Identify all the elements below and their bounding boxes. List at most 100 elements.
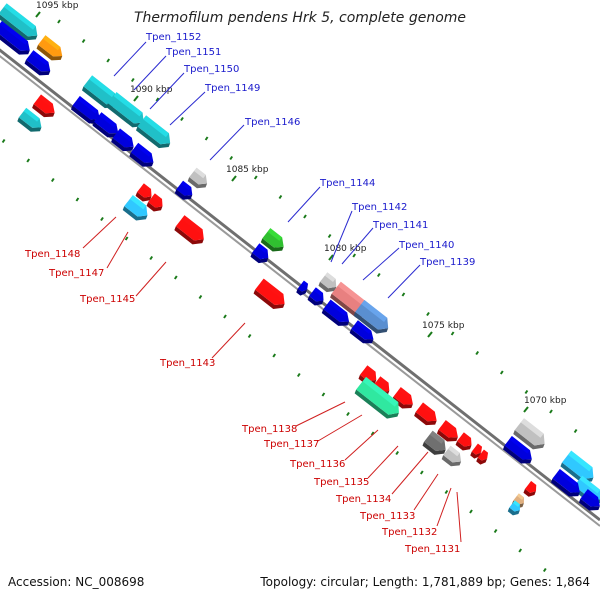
forward-gene-labels: Tpen_1152 Tpen_1151 Tpen_1150 Tpen_1149 …	[113, 32, 475, 299]
gene-red-1135[interactable]	[413, 402, 441, 429]
scale-tick	[376, 272, 381, 278]
gene-red-1[interactable]	[31, 94, 59, 121]
scale-tick	[327, 233, 332, 239]
scale-tick	[518, 548, 523, 553]
scale-tick	[469, 509, 473, 514]
gene-label-tpen-1152[interactable]: Tpen_1152	[145, 32, 201, 43]
gene-green-1144[interactable]	[260, 228, 289, 256]
gene-green-1136[interactable]	[354, 376, 405, 423]
gene-blue-1142[interactable]	[307, 287, 328, 308]
gene-label-tpen-1144[interactable]: Tpen_1144	[319, 178, 375, 189]
gene-gray-1146[interactable]	[187, 167, 212, 192]
gene-label-tpen-1142[interactable]: Tpen_1142	[351, 202, 407, 213]
gene-label-tpen-1138[interactable]: Tpen_1138	[241, 424, 297, 435]
gene-red-1133[interactable]	[455, 432, 476, 453]
scale-tick	[57, 19, 61, 24]
gene-label-tpen-1131[interactable]: Tpen_1131	[404, 544, 460, 555]
gene-label-tpen-1134[interactable]: Tpen_1134	[335, 494, 391, 505]
scale-tick	[229, 155, 234, 161]
gene-blue-right-1[interactable]	[550, 469, 584, 501]
gene-blue-1144[interactable]	[250, 243, 273, 266]
accession-text: Accession: NC_008698	[8, 575, 144, 589]
gene-blue-1139[interactable]	[353, 300, 394, 338]
reverse-gene-labels: Tpen_1148 Tpen_1147 Tpen_1145 Tpen_1143 …	[24, 216, 462, 555]
gene-red-1134[interactable]	[436, 420, 463, 446]
gene-blue-small[interactable]	[295, 280, 311, 298]
scale-tick	[475, 350, 480, 356]
gene-blue-2[interactable]	[24, 50, 55, 79]
scale-tick	[106, 58, 111, 63]
gene-label-tpen-1151[interactable]: Tpen_1151	[165, 47, 221, 58]
scale-tick	[395, 450, 400, 456]
gene-label-tpen-1145[interactable]: Tpen_1145	[79, 294, 135, 305]
gene-label-tpen-1133[interactable]: Tpen_1133	[359, 511, 415, 522]
scale-tick	[346, 411, 350, 417]
scale-label-1075: 1075 kbp	[422, 321, 465, 331]
gene-blue-1149[interactable]	[128, 142, 158, 171]
gene-gray-1134[interactable]	[422, 430, 451, 459]
gene-red-1070[interactable]	[523, 480, 540, 499]
gene-label-tpen-1132[interactable]: Tpen_1132	[381, 527, 437, 538]
scale-tick	[370, 431, 375, 436]
gene-cyan-1[interactable]	[0, 3, 42, 44]
scale-tick	[223, 314, 227, 319]
gene-red-1137[interactable]	[391, 387, 418, 413]
gene-label-tpen-1140[interactable]: Tpen_1140	[398, 240, 454, 251]
gene-cyan-right-1[interactable]	[560, 450, 599, 488]
scale-tick	[524, 389, 529, 395]
gene-label-tpen-1143[interactable]: Tpen_1143	[159, 358, 215, 369]
gene-red-1148[interactable]	[135, 183, 156, 204]
scale-tick	[198, 294, 203, 300]
scale-tick	[50, 177, 55, 183]
gene-red-1131[interactable]	[475, 449, 491, 467]
gene-blue-1070[interactable]	[502, 436, 536, 468]
gene-blue-right-2[interactable]	[578, 489, 600, 515]
gene-cyan-1147[interactable]	[122, 195, 153, 225]
genome-summary-text: Topology: circular; Length: 1,781,889 bp…	[259, 575, 590, 589]
gene-label-tpen-1137[interactable]: Tpen_1137	[263, 439, 319, 450]
scale-tick	[450, 331, 455, 336]
scale-tick	[81, 38, 86, 44]
gene-cyan-1150[interactable]	[135, 115, 175, 152]
gene-cyan-right-2[interactable]	[572, 475, 600, 509]
gene-label-tpen-1148[interactable]: Tpen_1148	[24, 249, 80, 260]
gene-label-tpen-1136[interactable]: Tpen_1136	[289, 459, 345, 470]
scale-tick	[499, 370, 504, 375]
gene-blue-1141[interactable]	[321, 299, 354, 331]
gene-orange-1[interactable]	[36, 35, 67, 64]
gene-label-tpen-1150[interactable]: Tpen_1150	[183, 64, 239, 75]
gene-cyan-2[interactable]	[16, 107, 46, 136]
gene-gray-1142[interactable]	[318, 272, 341, 295]
gene-label-tpen-1147[interactable]: Tpen_1147	[48, 268, 104, 279]
scale-tick	[549, 409, 553, 414]
scale-tick	[247, 333, 252, 339]
scale-label-1095: 1095 kbp	[36, 1, 79, 11]
gene-label-tpen-1135[interactable]: Tpen_1135	[313, 477, 369, 488]
gene-gray-1070[interactable]	[512, 418, 550, 453]
scale-tick	[321, 392, 326, 397]
gene-red-1148b[interactable]	[146, 193, 167, 214]
gene-red-1132[interactable]	[469, 443, 485, 461]
gene-gray-1133[interactable]	[441, 445, 466, 470]
scale-tick	[493, 528, 498, 534]
gene-blue-1140b[interactable]	[349, 320, 378, 347]
gene-label-tpen-1139[interactable]: Tpen_1139	[419, 257, 475, 268]
scale-tick	[100, 216, 104, 222]
gene-label-tpen-1149[interactable]: Tpen_1149	[204, 83, 260, 94]
scale-tick	[180, 116, 184, 122]
gene-blue-1150[interactable]	[110, 128, 138, 155]
gene-blue-1151[interactable]	[92, 112, 123, 141]
gene-label-tpen-1141[interactable]: Tpen_1141	[372, 220, 428, 231]
gene-red-1143[interactable]	[253, 278, 290, 314]
gene-blue-1[interactable]	[0, 20, 34, 59]
gene-blue-1146[interactable]	[174, 180, 197, 203]
gene-blue-1152[interactable]	[70, 96, 104, 128]
scale-tick	[124, 236, 129, 241]
scale-tick	[204, 136, 209, 141]
gene-label-tpen-1146[interactable]: Tpen_1146	[244, 117, 300, 128]
gene-red-1145[interactable]	[173, 215, 209, 248]
scale-tick	[155, 97, 160, 102]
gene-cyan-small[interactable]	[507, 500, 524, 517]
scale-label-1070: 1070 kbp	[524, 396, 567, 406]
